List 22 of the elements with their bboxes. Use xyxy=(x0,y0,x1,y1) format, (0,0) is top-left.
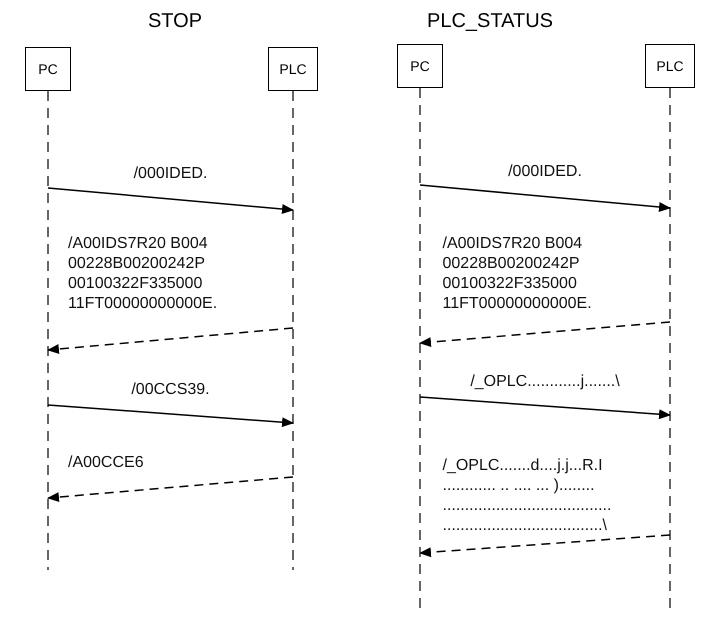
message-arrow xyxy=(420,396,671,420)
message-arrow xyxy=(419,321,670,348)
message-label: /_OPLC............j.......\ xyxy=(469,372,621,392)
participant-box: PLC xyxy=(645,44,695,88)
message-arrow xyxy=(419,534,670,558)
message-label: /_OPLC.......d....j.j...R.I ............ .. .... ... )........ ...................................... ....................................\ xyxy=(442,456,612,536)
message-label: /A00IDS7R20 B004 00228B00200242P 00100322F335000 11FT00000000000E. xyxy=(68,234,218,314)
message-arrow xyxy=(47,476,294,502)
message-label: /000IDED. xyxy=(132,164,208,184)
message-label: /A00IDS7R20 B004 00228B00200242P 00100322F335000 11FT00000000000E. xyxy=(442,234,593,314)
participant-box: PC xyxy=(25,47,71,91)
message-arrow xyxy=(48,404,294,428)
diagram-heading: STOP xyxy=(146,10,204,33)
message-label: /00CCS39. xyxy=(130,380,211,400)
message-label: /A00CCE6 xyxy=(68,453,145,473)
message-arrow xyxy=(47,327,294,354)
message-arrow xyxy=(420,184,671,212)
diagram-heading: PLC_STATUS xyxy=(426,10,554,33)
message-label: /000IDED. xyxy=(507,162,583,182)
message-arrow xyxy=(48,187,294,214)
participant-box: PC xyxy=(397,44,443,88)
participant-box: PLC xyxy=(268,47,318,91)
